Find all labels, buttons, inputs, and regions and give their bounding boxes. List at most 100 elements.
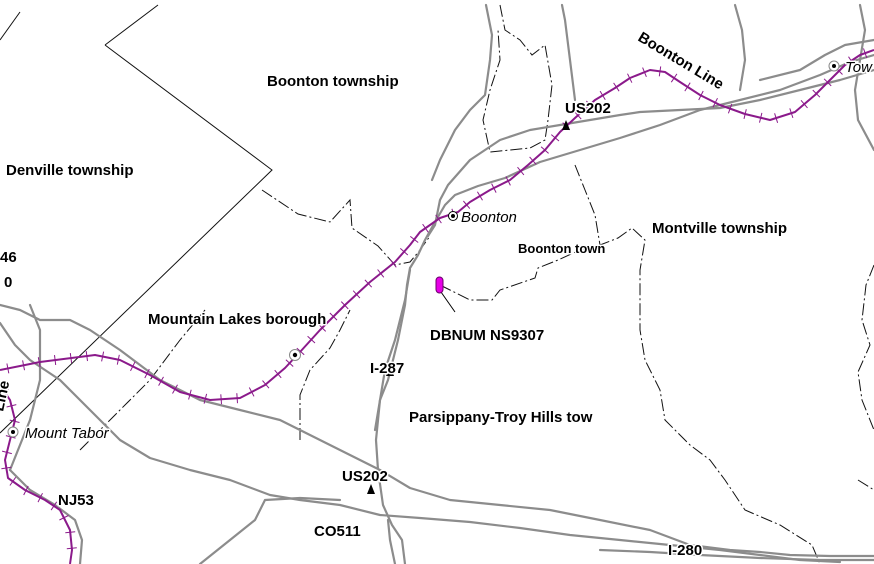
rail-tick — [399, 248, 409, 256]
label-partial-46: 46 — [0, 249, 17, 266]
label-partial-0: 0 — [4, 274, 12, 291]
rail-tick — [743, 109, 747, 120]
road-i280 — [598, 548, 874, 562]
label-place-mount-tabor: Mount Tabor — [25, 425, 110, 442]
label-route-us202-bottom: US202 — [342, 468, 388, 485]
rail-tick — [529, 156, 537, 165]
rail-tick — [248, 387, 255, 397]
rail-morristown-line — [0, 384, 73, 564]
label-montville-township: Montville township — [652, 220, 787, 237]
rail-tick — [463, 200, 471, 209]
rail-tick — [476, 191, 483, 201]
road-south-spur — [386, 518, 397, 564]
rail-tick — [296, 347, 305, 356]
rail-tick — [220, 394, 222, 405]
rail-ticks — [0, 48, 868, 550]
rail-tick — [9, 419, 20, 423]
rail-tick — [37, 492, 43, 503]
station-town-icon[interactable] — [828, 60, 840, 72]
rail-lines — [0, 48, 874, 564]
rail-tick — [642, 67, 647, 77]
rail-tick — [6, 404, 17, 408]
rail-tick — [505, 176, 511, 186]
boundary-mountain-lakes-west — [79, 309, 206, 451]
label-route-us202-top: US202 — [565, 100, 611, 117]
rail-tick — [491, 183, 497, 193]
us202-north-marker-icon — [562, 120, 570, 130]
rail-tick — [0, 388, 9, 395]
road-east-right — [853, 3, 874, 152]
station-boonton-icon[interactable] — [448, 211, 458, 221]
rail-tick — [848, 56, 855, 66]
feature-dbnum[interactable] — [435, 276, 456, 313]
road-west-curve — [8, 303, 42, 472]
rail-tick — [69, 353, 73, 364]
label-place-boonton: Boonton — [461, 209, 517, 226]
label-route-nj53: NJ53 — [58, 492, 94, 509]
rail-tick — [274, 369, 282, 379]
rail-tick — [774, 113, 779, 123]
road-montville-north — [560, 3, 577, 102]
rail-tick — [422, 223, 429, 233]
label-boonton-township: Boonton township — [267, 73, 399, 90]
rail-tick — [352, 290, 361, 299]
rail-tick — [409, 236, 419, 243]
rail-tick — [23, 485, 29, 496]
boundary-mountain-lakes-east — [299, 309, 351, 440]
rail-tick — [37, 357, 41, 368]
rail-tick — [116, 354, 120, 365]
rail-tick — [712, 97, 718, 108]
station-mount-tabor-icon[interactable] — [7, 426, 19, 438]
road-i287-parallel — [373, 268, 412, 432]
label-route-i280: I-280 — [668, 542, 702, 559]
rail-tick — [540, 146, 549, 154]
label-denville-township: Denville township — [6, 162, 134, 179]
boundary-boonton-town-north — [482, 4, 553, 153]
rail-tick — [599, 90, 606, 100]
rail-tick — [550, 134, 560, 142]
rail-tick — [188, 389, 192, 400]
boundary-east-edge — [857, 264, 874, 491]
rail-tick — [863, 48, 868, 59]
boundary-boonton-town-east — [574, 164, 601, 246]
rail-tick — [66, 547, 77, 550]
rail-tick — [85, 351, 88, 362]
rail-tick — [144, 368, 150, 379]
rail-tick — [377, 269, 385, 278]
rail-tick — [517, 166, 525, 176]
label-parsippany: Parsippany-Troy Hills tow — [409, 409, 593, 426]
rail-tick — [1, 466, 12, 470]
rail-tick — [307, 335, 316, 344]
route-markers — [367, 120, 570, 494]
rail-tick — [627, 73, 633, 83]
rail-tick — [101, 351, 105, 362]
rail-tick — [262, 380, 270, 389]
rail-tick — [65, 531, 76, 534]
rail-tick — [812, 89, 821, 98]
rail-tick — [9, 477, 17, 486]
rail-tick — [670, 73, 678, 83]
station-mountain-lakes-icon[interactable] — [289, 349, 301, 361]
label-place-town: Tow — [845, 59, 873, 76]
rail-tick — [158, 376, 164, 386]
rail-tick — [613, 82, 620, 92]
rail-tick — [54, 355, 57, 366]
rail-tick — [389, 259, 397, 268]
us202-south-marker-icon — [367, 484, 375, 494]
feature-shape[interactable] — [435, 276, 444, 294]
rail-boonton-line — [0, 49, 874, 401]
rail-tick — [759, 112, 763, 123]
boundary-boonton-town-south — [439, 227, 821, 564]
feature-leader-line — [440, 291, 456, 313]
label-boonton-town: Boonton town — [518, 241, 605, 256]
label-mountain-lakes: Mountain Lakes borough — [148, 311, 326, 328]
rail-tick — [789, 108, 794, 119]
road-route-10 — [0, 321, 842, 564]
municipal-boundaries — [0, 4, 874, 564]
rail-tick — [698, 90, 704, 101]
rail-tick — [658, 66, 662, 77]
rail-tick — [236, 393, 238, 404]
boundary-boonton-west — [0, 4, 273, 434]
